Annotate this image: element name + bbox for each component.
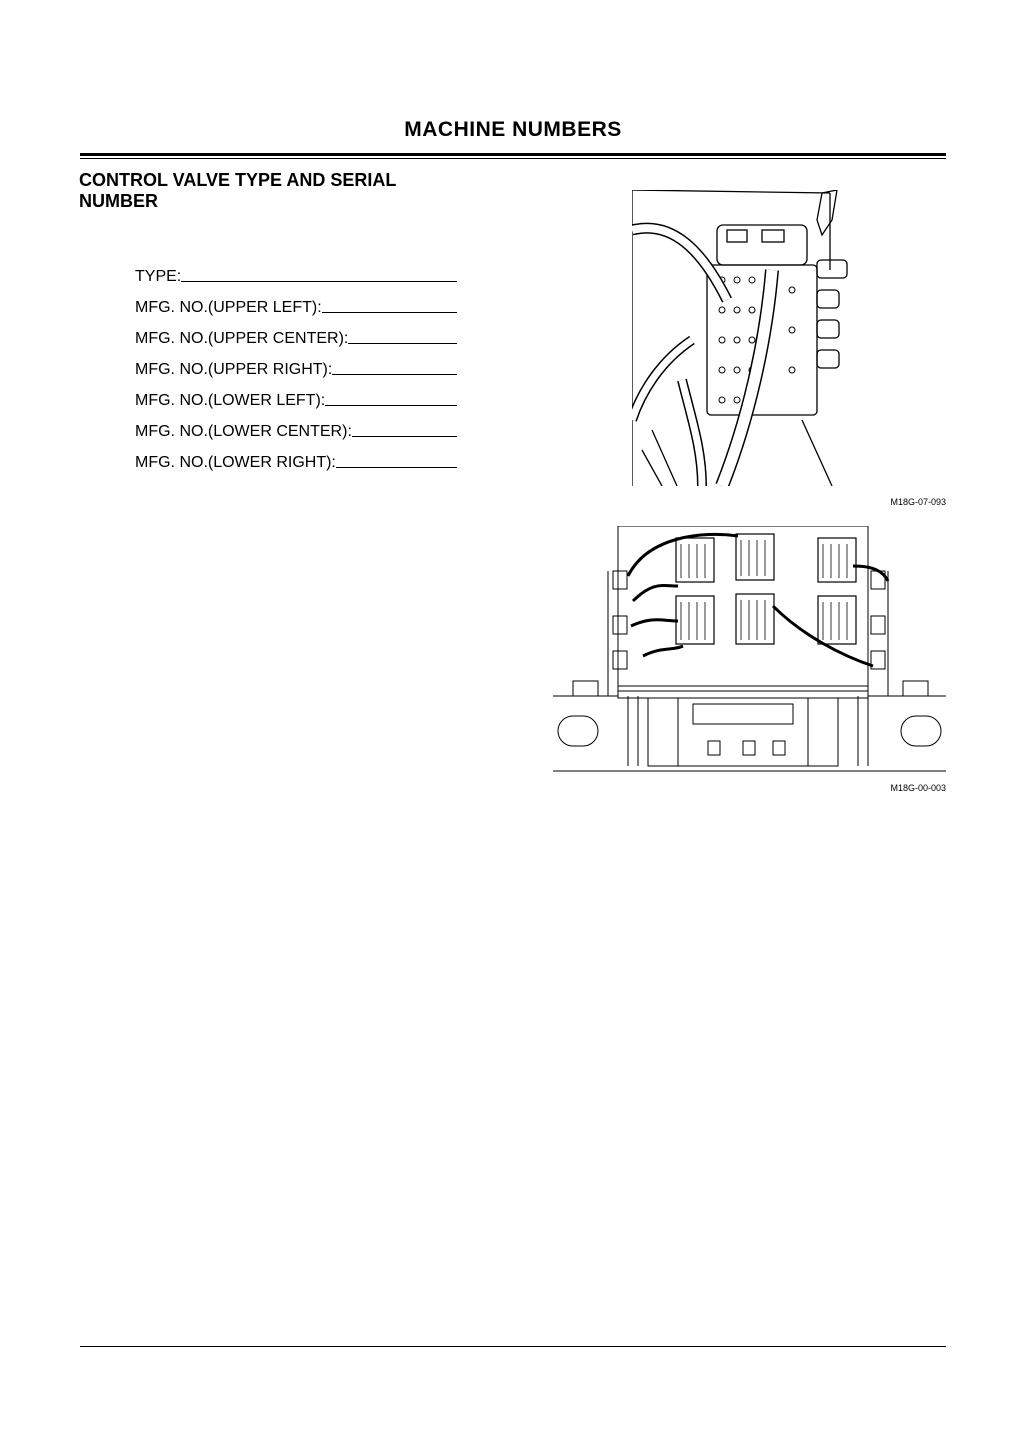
serial-number-fields: TYPE: MFG. NO.(UPPER LEFT): MFG. NO.(UPP… [135,255,457,472]
field-label: MFG. NO.(LOWER LEFT): [135,392,326,409]
fill-in-line [335,466,457,468]
figure-caption: M18G-00-003 [890,783,946,793]
footer-rule [80,1346,946,1347]
field-type: TYPE: [135,255,457,286]
field-label: TYPE: [135,268,182,285]
section-title: CONTROL VALVE TYPE AND SERIAL NUMBER [79,170,397,211]
field-lower-center: MFG. NO.(LOWER CENTER): [135,410,457,441]
figure-caption: M18G-07-093 [890,497,946,507]
field-label: MFG. NO.(LOWER CENTER): [135,423,352,440]
control-valve-closeup-illustration [632,190,848,486]
field-label: MFG. NO.(UPPER LEFT): [135,299,322,316]
fill-in-line [351,435,457,437]
field-upper-right: MFG. NO.(UPPER RIGHT): [135,348,457,379]
field-upper-left: MFG. NO.(UPPER LEFT): [135,286,457,317]
control-valve-layout-illustration [553,526,946,772]
field-label: MFG. NO.(LOWER RIGHT): [135,454,336,471]
field-upper-center: MFG. NO.(UPPER CENTER): [135,317,457,348]
field-lower-left: MFG. NO.(LOWER LEFT): [135,379,457,410]
header-rule-thin [80,158,946,159]
field-label: MFG. NO.(UPPER RIGHT): [135,361,333,378]
fill-in-line [321,311,457,313]
fill-in-line [332,373,457,375]
fill-in-line [181,280,457,282]
field-lower-right: MFG. NO.(LOWER RIGHT): [135,441,457,472]
fill-in-line [348,342,457,344]
header-rule-thick [80,153,946,156]
page-title: MACHINE NUMBERS [404,118,622,141]
fill-in-line [325,404,457,406]
field-label: MFG. NO.(UPPER CENTER): [135,330,349,347]
